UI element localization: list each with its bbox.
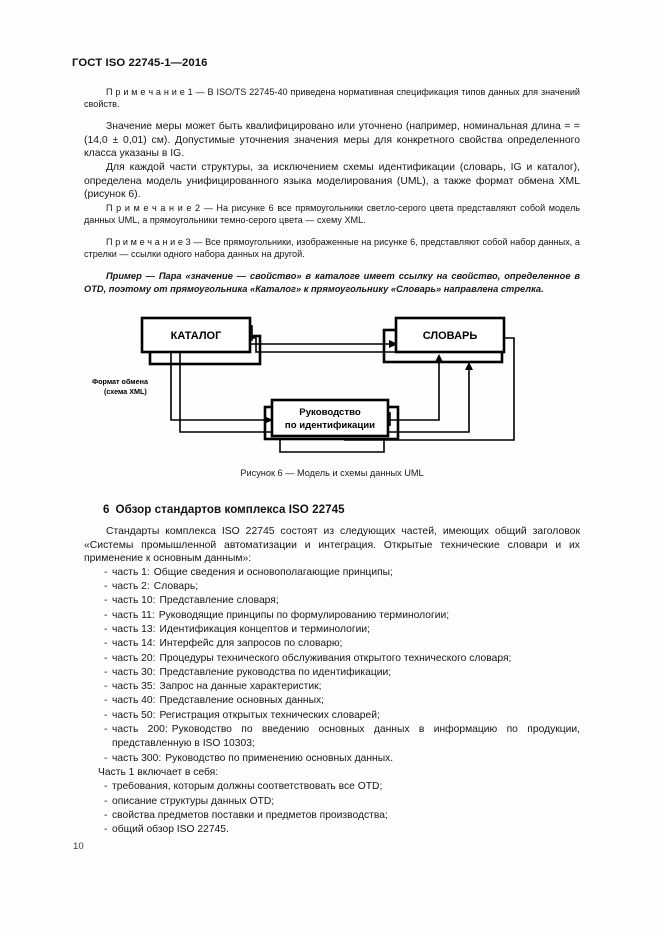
guide-box-label-line1: Руководство xyxy=(299,407,361,418)
section-6-intro: Стандарты комплекса ISO 22745 состоят из… xyxy=(84,526,580,565)
part-label: часть 14: xyxy=(112,638,156,650)
part-text: Руководящие принципы по формулированию т… xyxy=(158,609,450,621)
list-item: часть 35:Запрос на данные характеристик; xyxy=(84,680,580,695)
part-label: часть 1: xyxy=(112,566,150,578)
part-label: часть 40: xyxy=(112,695,156,707)
list-item: требования, которым должны соответствова… xyxy=(84,780,580,795)
part-1-includes-list: требования, которым должны соответствова… xyxy=(84,780,580,837)
edge-catalog-to-guide-a xyxy=(170,352,272,421)
list-item: часть 10:Представление словаря; xyxy=(84,594,580,609)
catalog-box-label: КАТАЛОГ xyxy=(171,330,222,342)
part-text: Интерфейс для запросов по словарю; xyxy=(159,638,343,650)
arrowhead-guide-left xyxy=(264,416,273,424)
edge-guide-lower-loop xyxy=(279,439,385,453)
list-item: часть 30:Представление руководства по ид… xyxy=(84,666,580,681)
arrowhead-dictionary-left xyxy=(389,340,398,348)
part-label: часть 20: xyxy=(112,652,156,664)
example-paragraph: Пример — Пара «значение — свойство» в ка… xyxy=(84,271,580,294)
note-1: П р и м е ч а н и е 1 — В ISO/TS 22745-4… xyxy=(84,87,580,110)
part-text: Идентификация концептов и терминологии; xyxy=(159,623,371,635)
list-item: часть 11:Руководящие принципы по формули… xyxy=(84,609,580,624)
note-2: П р и м е ч а н и е 2 — На рисунке 6 все… xyxy=(84,202,580,225)
list-item: свойства предметов поставки и предметов … xyxy=(84,809,580,824)
part-label: часть 50: xyxy=(112,709,156,721)
list-item: общий обзор ISO 22745. xyxy=(84,823,580,838)
include-text: требования, которым должны соответствова… xyxy=(112,781,383,793)
include-text: описание структуры данных OTD; xyxy=(112,795,275,807)
part-label: часть 2: xyxy=(112,581,150,593)
part-text: Общие сведения и основополагающие принци… xyxy=(153,566,393,578)
part-text: Руководство по применению основных данны… xyxy=(165,752,394,764)
section-6-number: 6 xyxy=(103,503,110,516)
edge-label-line1: Формат обмена xyxy=(92,377,149,386)
guide-box xyxy=(270,398,390,438)
paragraph-measure-value: Значение меры может быть квалифицировано… xyxy=(84,121,580,160)
dictionary-box xyxy=(394,316,506,354)
part-text: Процедуры технического обслуживания откр… xyxy=(159,652,512,664)
section-6-heading: 6 Обзор стандартов комплекса ISO 22745 xyxy=(103,503,345,516)
part-label: часть 10: xyxy=(112,595,156,607)
part-text: Словарь; xyxy=(153,581,199,593)
include-text: общий обзор ISO 22745. xyxy=(112,824,229,836)
figure-6: КАТАЛОГ СЛОВАРЬ Руководство по идентифик… xyxy=(84,312,580,497)
part-text: Регистрация открытых технических словаре… xyxy=(159,709,380,721)
edge-catalog-to-guide-b xyxy=(179,352,272,433)
edge-dictionary-return xyxy=(344,337,515,441)
list-item: часть 1:Общие сведения и основополагающи… xyxy=(84,566,580,581)
list-item: часть 300:Руководство по применению осно… xyxy=(84,752,580,767)
part-text: Руководство по введению основных данных … xyxy=(112,724,580,750)
document-header-standard-number: ГОСТ ISO 22745-1—2016 xyxy=(72,57,208,69)
uml-data-model-diagram: КАТАЛОГ СЛОВАРЬ Руководство по идентифик… xyxy=(92,316,515,453)
edge-label-line2: (схема XML) xyxy=(104,387,147,396)
include-text: свойства предметов поставки и предметов … xyxy=(112,809,388,821)
part-1-includes-intro: Часть 1 включает в себя: xyxy=(98,766,219,778)
section-6-content: Стандарты комплекса ISO 22745 состоят из… xyxy=(84,525,580,838)
part-text: Представление руководства по идентификац… xyxy=(159,666,392,678)
arrowhead-dictionary-bottom-b xyxy=(465,362,473,370)
paragraph-structure-parts: Для каждой части структуры, за исключени… xyxy=(84,161,580,201)
part-text: Представление основных данных; xyxy=(159,695,324,707)
upper-text-block: П р и м е ч а н и е 1 — В ISO/TS 22745-4… xyxy=(84,86,580,301)
part-label: часть 300: xyxy=(112,752,162,764)
catalog-box xyxy=(140,316,252,354)
arrowhead-dictionary-bottom-a xyxy=(435,354,443,362)
part-label: часть 35: xyxy=(112,681,156,693)
edge-guide-to-dictionary-a xyxy=(384,362,440,421)
guide-box-label-line2: по идентификации xyxy=(285,420,375,431)
list-item: часть 200:Руководство по введению основн… xyxy=(84,723,580,752)
part-label: часть 200: xyxy=(112,724,168,736)
list-item: часть 14:Интерфейс для запросов по слова… xyxy=(84,637,580,652)
page-number: 10 xyxy=(73,841,84,852)
part-label: часть 13: xyxy=(112,623,156,635)
list-item: описание структуры данных OTD; xyxy=(84,795,580,810)
part-label: часть 11: xyxy=(112,609,155,621)
section-6-title: Обзор стандартов комплекса ISO 22745 xyxy=(115,503,345,516)
list-item: часть 50:Регистрация открытых технически… xyxy=(84,709,580,724)
edge-catalog-to-dictionary-upper xyxy=(244,328,397,345)
list-item: часть 2:Словарь; xyxy=(84,580,580,595)
dictionary-box-label: СЛОВАРЬ xyxy=(423,330,478,342)
part-label: часть 30: xyxy=(112,666,156,678)
standard-parts-list: часть 1:Общие сведения и основополагающи… xyxy=(84,566,580,766)
edge-guide-to-dictionary-b xyxy=(384,370,470,433)
list-item: часть 20:Процедуры технического обслужив… xyxy=(84,652,580,667)
part-text: Представление словаря; xyxy=(159,595,279,607)
list-item: часть 13:Идентификация концептов и терми… xyxy=(84,623,580,638)
figure-6-caption: Рисунок 6 — Модель и схемы данных UML xyxy=(240,468,424,478)
note-3: П р и м е ч а н и е 3 — Все прямоугольни… xyxy=(84,236,580,260)
list-item: часть 40:Представление основных данных; xyxy=(84,694,580,709)
part-text: Запрос на данные характеристик; xyxy=(159,681,322,693)
